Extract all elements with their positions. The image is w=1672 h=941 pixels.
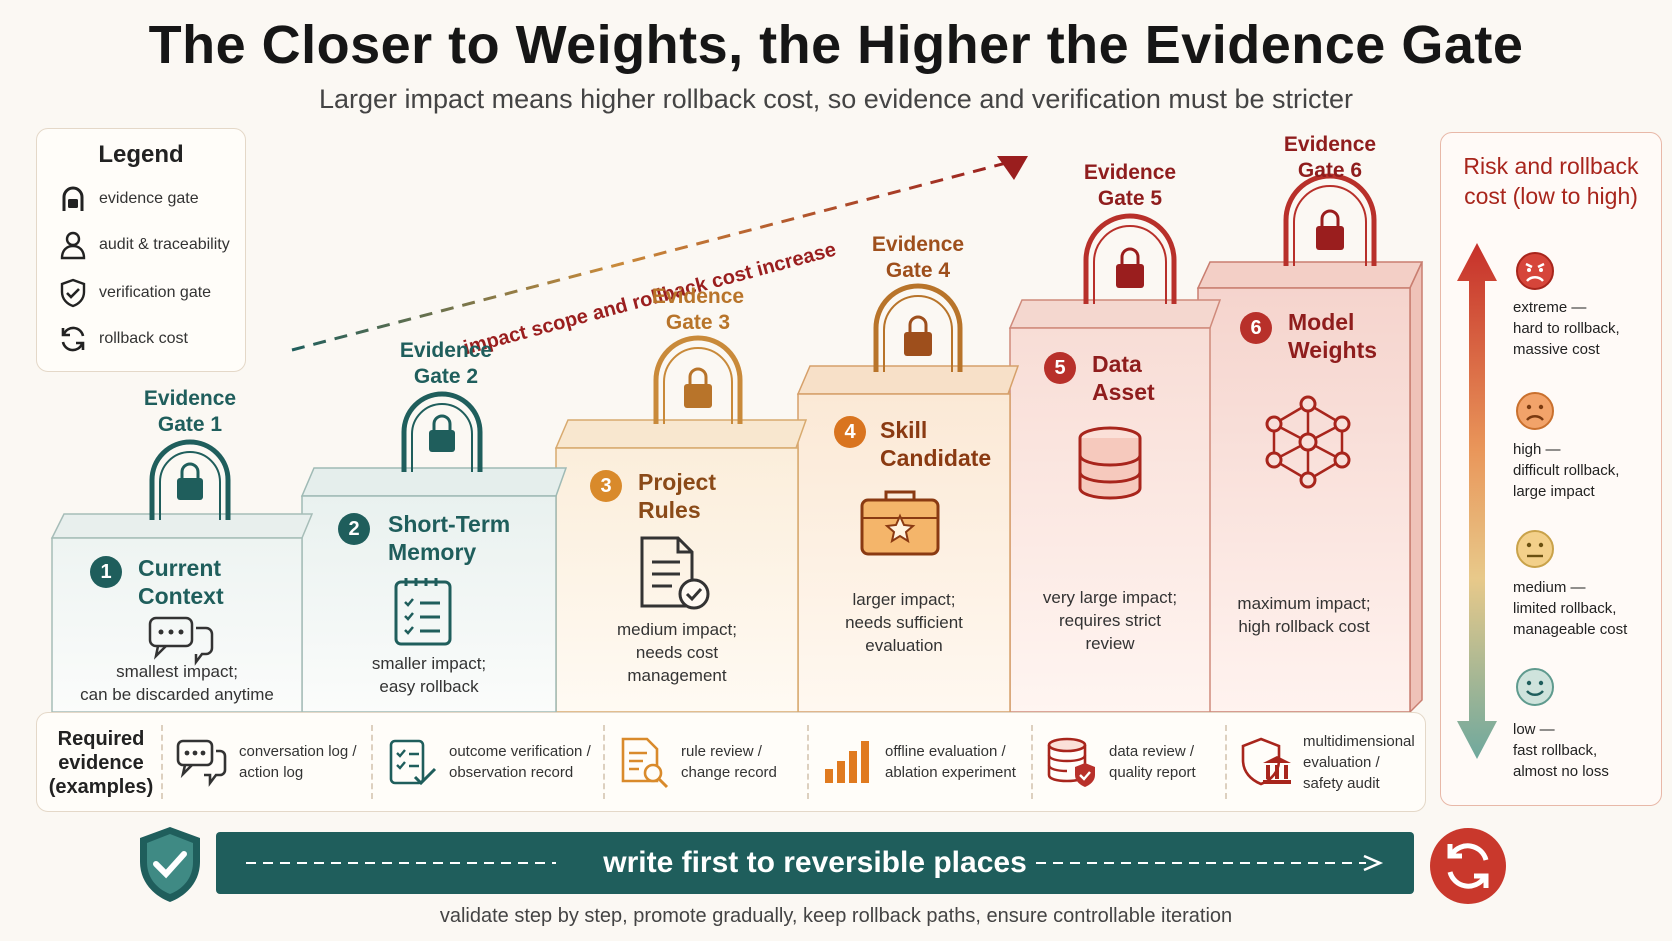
step-1-description: smallest impact;can be discarded anytime	[80, 662, 274, 704]
legend-item-audit: audit & traceability	[57, 227, 230, 263]
chat-log-icon	[176, 739, 227, 787]
risk-level-low: low —fast rollback,almost no loss	[1513, 721, 1609, 780]
gate-3-icon	[653, 335, 743, 424]
step-4-number: 4	[834, 416, 866, 448]
refresh-icon	[61, 326, 85, 352]
shield-check-icon	[60, 278, 86, 308]
evidence-item-rule-review: rule review /change record	[617, 727, 777, 797]
evidence-text: data review /quality report	[1109, 743, 1196, 781]
lock-arch-icon	[62, 186, 84, 211]
legend-label: evidence gate	[99, 190, 199, 207]
banner-text: write first to reversible places	[603, 846, 1027, 879]
evidence-text: offline evaluation /ablation experiment	[885, 743, 1016, 781]
step-1-number: 1	[90, 556, 122, 588]
bar-chart-icon	[825, 741, 869, 783]
evidence-text: outcome verification /observation record	[449, 743, 591, 781]
divider	[1225, 725, 1227, 799]
smile-face-icon	[1516, 668, 1554, 706]
divider	[161, 725, 163, 799]
database-icon	[1078, 426, 1142, 500]
legend-item-evidence-gate: evidence gate	[57, 181, 199, 217]
risk-gradient-arrow	[1457, 243, 1497, 759]
gate-5-icon	[1083, 213, 1177, 304]
page-subtitle: Larger impact means higher rollback cost…	[319, 84, 1353, 114]
risk-level-high: high —difficult rollback,large impact	[1513, 441, 1620, 500]
document-check-icon	[640, 536, 710, 610]
evidence-text: rule review /change record	[681, 743, 777, 781]
gate-6-icon	[1283, 173, 1377, 266]
step-6-number: 6	[1240, 312, 1272, 344]
step-6-description: maximum impact;high rollback cost	[1237, 594, 1371, 636]
angry-face-icon	[1516, 252, 1554, 290]
shield-building-icon	[1241, 737, 1291, 786]
dashed-arrow	[246, 854, 1384, 872]
gate-2-icon	[401, 391, 483, 472]
evidence-text: conversation log /action log	[239, 743, 357, 781]
footer-text: validate step by step, promote gradually…	[439, 905, 1233, 927]
divider	[603, 725, 605, 799]
legend-item-verification: verification gate	[57, 275, 211, 311]
gate-4-icon	[873, 283, 963, 372]
person-icon	[60, 231, 86, 260]
page-title: The Closer to Weights, the Higher the Ev…	[148, 15, 1524, 75]
legend-item-rollback: rollback cost	[57, 321, 188, 357]
evidence-item-offline-evaluation: offline evaluation /ablation experiment	[821, 727, 1016, 797]
trend-arrow	[291, 156, 1028, 352]
clipboard-check-icon	[389, 739, 437, 786]
gate-1-icon	[149, 439, 231, 520]
block-data-asset	[1009, 327, 1211, 713]
chat-bubble-icon	[148, 616, 214, 666]
neutral-face-icon	[1516, 530, 1554, 568]
divider	[1031, 725, 1033, 799]
step-2-number: 2	[338, 513, 370, 545]
legend-label: audit & traceability	[99, 236, 230, 253]
step-3-number: 3	[590, 470, 622, 502]
legend-label: rollback cost	[99, 330, 188, 347]
database-shield-icon	[1047, 737, 1095, 787]
banner-bar: write first to reversible places	[216, 832, 1414, 894]
divider	[807, 725, 809, 799]
checklist-icon	[394, 578, 452, 646]
risk-level-medium: medium —limited rollback,manageable cost	[1513, 579, 1628, 638]
legend: Legend evidence gate audit & traceabilit…	[36, 128, 246, 372]
rollback-refresh-icon	[1430, 828, 1506, 904]
evidence-item-data-review: data review /quality report	[1045, 727, 1196, 797]
step-5-number: 5	[1044, 352, 1076, 384]
block-model-weights	[1197, 287, 1411, 713]
evidence-item-conversation-log: conversation log /action log	[175, 727, 357, 797]
document-search-icon	[621, 737, 669, 789]
network-nodes-icon	[1265, 395, 1351, 489]
step-2-description: smaller impact;easy rollback	[371, 654, 487, 696]
risk-level-extreme: extreme —hard to rollback,massive cost	[1513, 299, 1620, 358]
shield-check-icon	[140, 827, 200, 902]
sad-face-icon	[1516, 392, 1554, 430]
briefcase-star-icon	[860, 490, 940, 556]
divider	[371, 725, 373, 799]
legend-label: verification gate	[99, 284, 212, 301]
legend-title: Legend	[98, 141, 184, 168]
evidence-item-outcome-verification: outcome verification /observation record	[385, 727, 591, 797]
